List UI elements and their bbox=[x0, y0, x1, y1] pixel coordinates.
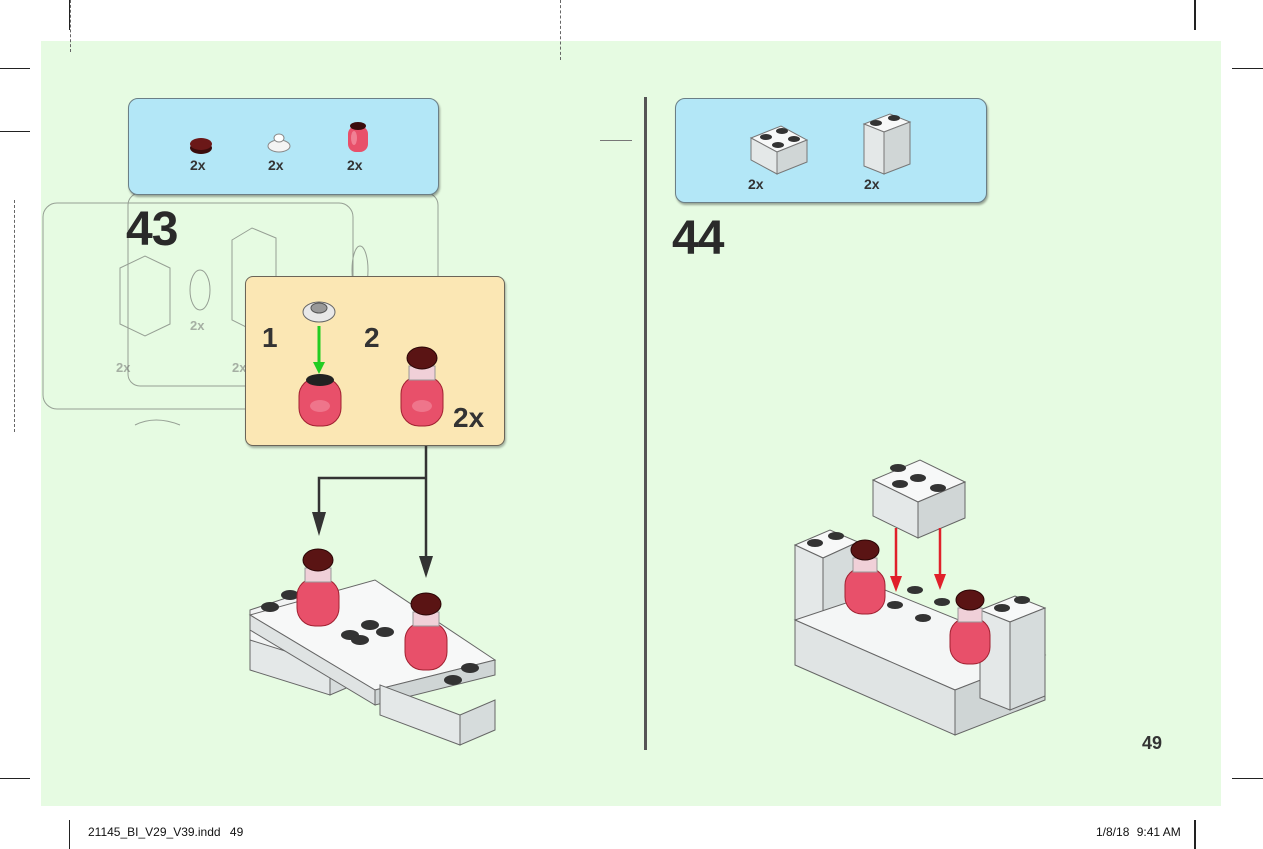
crop-mark bbox=[1194, 0, 1196, 30]
trans-red-round-brick-icon bbox=[348, 122, 368, 152]
slug-date: 1/8/18 bbox=[1096, 825, 1130, 839]
parts-list-box bbox=[675, 98, 987, 203]
step-number: 44 bbox=[672, 212, 724, 265]
crop-mark bbox=[1194, 820, 1196, 849]
crop-mark bbox=[1232, 68, 1263, 69]
slug-line: 21145_BI_V29_V39.indd 49 bbox=[88, 825, 243, 839]
page-number: 49 bbox=[1142, 733, 1163, 753]
fold-mark bbox=[560, 0, 561, 60]
fold-mark bbox=[70, 0, 71, 52]
crop-mark bbox=[0, 131, 30, 132]
step-number: 43 bbox=[126, 203, 178, 256]
crop-mark bbox=[1232, 778, 1263, 779]
page-divider bbox=[644, 97, 647, 750]
fold-mark bbox=[600, 140, 632, 141]
fold-mark bbox=[14, 200, 15, 432]
svg-text:2x: 2x bbox=[116, 360, 131, 375]
parts-qty: 2x bbox=[748, 176, 764, 192]
slug-filename: 21145_BI_V29_V39.indd bbox=[88, 825, 221, 839]
step-44-model-illustration bbox=[793, 459, 1047, 736]
dark-red-round-plate-icon bbox=[190, 138, 212, 154]
crop-mark bbox=[0, 68, 30, 69]
step-43-model-illustration bbox=[248, 548, 497, 746]
subassembly-box bbox=[245, 276, 505, 446]
parts-qty: 2x bbox=[347, 157, 363, 173]
parts-qty: 2x bbox=[864, 176, 880, 192]
sub-step-number: 2 bbox=[364, 322, 380, 353]
clear-round-plate-icon bbox=[267, 133, 291, 153]
white-brick-2x2-icon bbox=[749, 125, 809, 175]
subassembly-illustration bbox=[298, 301, 444, 427]
crop-mark bbox=[0, 778, 30, 779]
parts-qty: 2x bbox=[268, 157, 284, 173]
sub-step-number: 1 bbox=[262, 322, 278, 353]
slug-timestamp: 1/8/18 9:41 AM bbox=[1096, 825, 1181, 839]
parts-qty: 2x bbox=[190, 157, 206, 173]
crop-mark bbox=[69, 820, 70, 849]
slug-page: 49 bbox=[229, 825, 244, 839]
subassembly-multiplier: 2x bbox=[453, 402, 485, 433]
crop-mark bbox=[69, 0, 70, 30]
svg-text:2x: 2x bbox=[190, 318, 205, 333]
white-brick-1x2x2-icon bbox=[862, 113, 912, 175]
svg-text:2x: 2x bbox=[232, 360, 247, 375]
slug-time: 9:41 AM bbox=[1136, 825, 1181, 839]
